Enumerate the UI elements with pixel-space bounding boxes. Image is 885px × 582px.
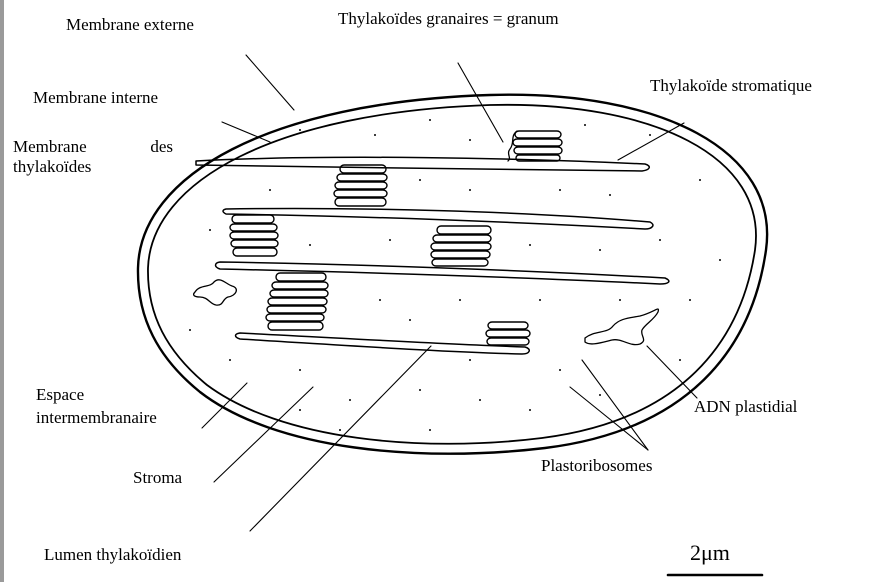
- leader-lumen: [250, 346, 431, 531]
- label-plastoribosomes: Plastoribosomes: [541, 456, 652, 476]
- stromal-thylakoid: [196, 157, 649, 171]
- plastid-dna: [585, 309, 658, 345]
- leader-thylakoide-stromatique: [618, 123, 684, 160]
- granum: [230, 215, 278, 256]
- outer-membrane: [138, 95, 767, 454]
- label-membrane-externe: Membrane externe: [66, 15, 194, 35]
- stromal-thylakoid: [223, 209, 653, 229]
- label-membrane-thylakoides-line1: Membrane des: [13, 137, 173, 157]
- leader-membrane-interne: [222, 122, 270, 142]
- label-stroma: Stroma: [133, 468, 182, 488]
- inner-membrane: [148, 105, 756, 444]
- granum: [431, 226, 491, 266]
- label-espace-line1: Espace: [36, 385, 84, 405]
- label-membrane-word: Membrane: [13, 137, 87, 157]
- granum: [486, 322, 530, 345]
- label-lumen: Lumen thylakoïdien: [44, 545, 181, 565]
- leader-adn: [647, 346, 697, 398]
- label-membrane-thylakoides-line2: thylakoïdes: [13, 157, 173, 177]
- label-membrane-thylakoides: Membrane des thylakoïdes: [13, 137, 173, 177]
- plastid-dna: [194, 280, 237, 305]
- label-membrane-interne: Membrane interne: [33, 88, 158, 108]
- granum: [266, 273, 328, 330]
- scale-bar-label: 2μm: [690, 541, 730, 565]
- granum: [334, 165, 387, 206]
- label-espace-line2: intermembranaire: [36, 408, 157, 428]
- label-thylakoides-granaires: Thylakoïdes granaires = granum: [338, 9, 559, 29]
- leader-membrane-externe: [246, 55, 294, 110]
- leader-granum: [458, 63, 503, 142]
- stromal-thylakoid: [236, 333, 530, 354]
- label-thylakoide-stromatique: Thylakoïde stromatique: [650, 76, 812, 96]
- label-adn-plastidial: ADN plastidial: [694, 397, 797, 417]
- label-des-word: des: [150, 137, 173, 157]
- granum: [513, 131, 562, 161]
